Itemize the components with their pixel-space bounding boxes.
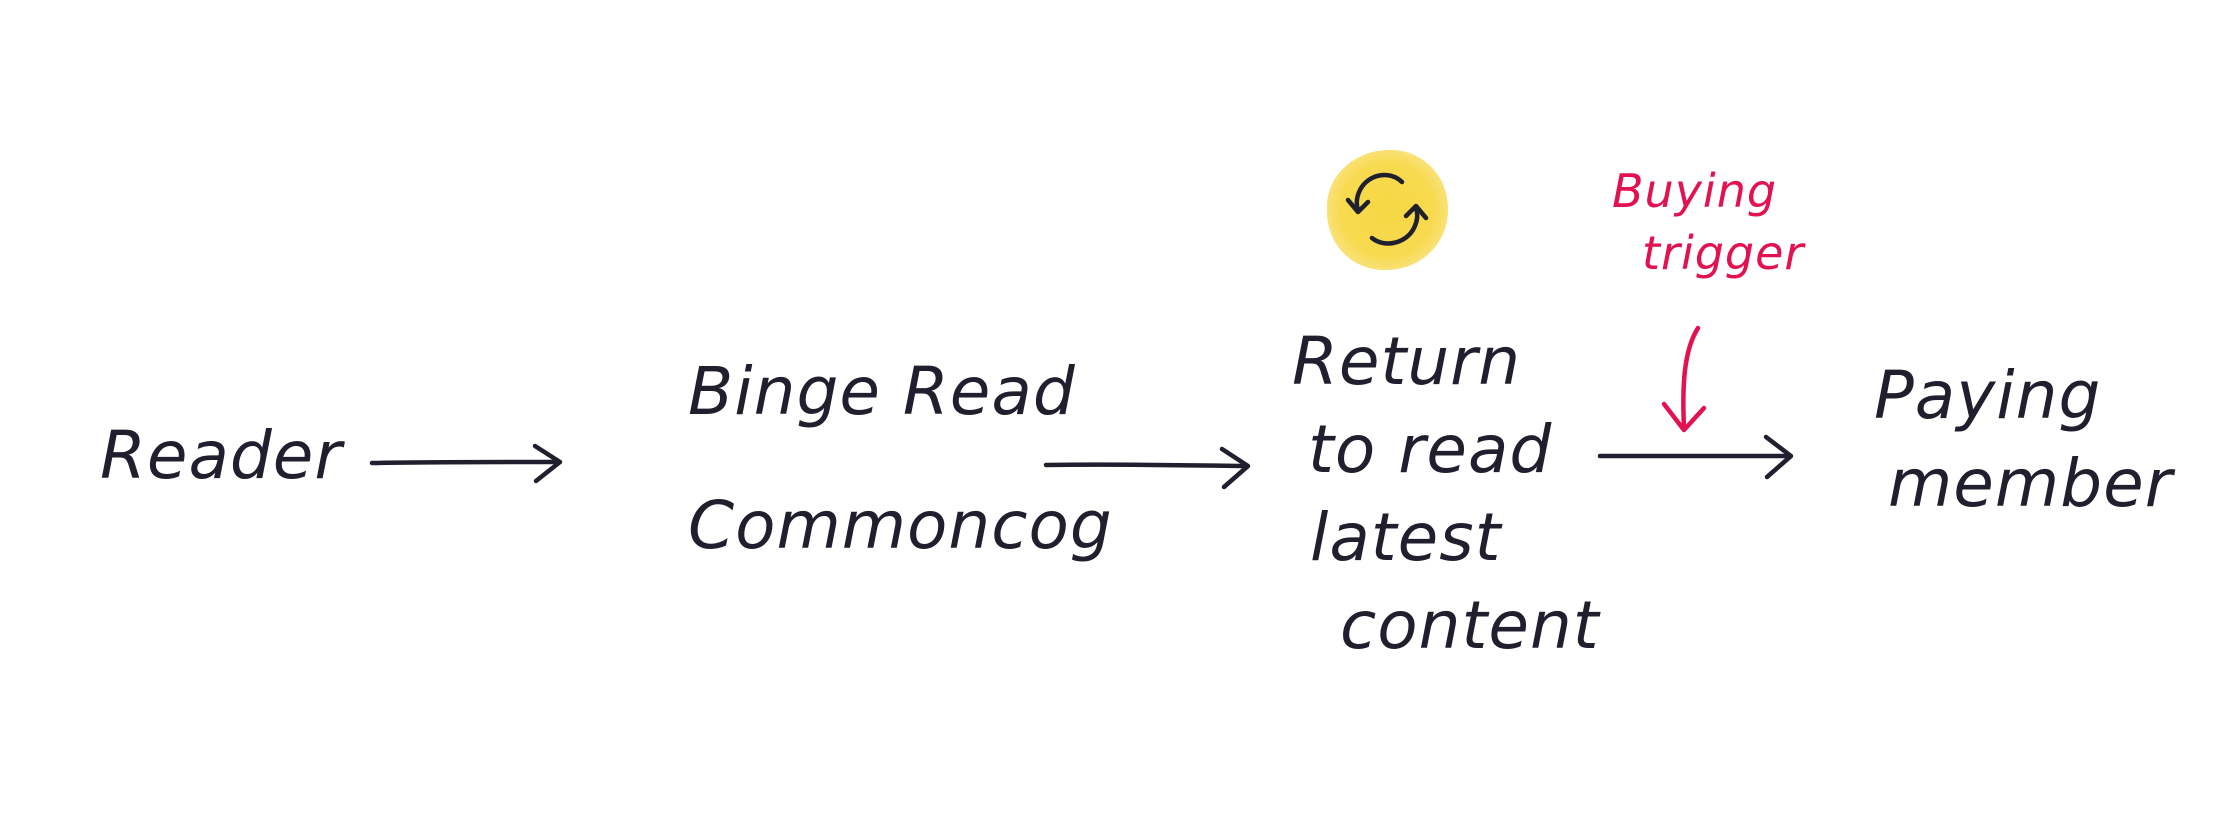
refresh-cycle-icon	[1326, 149, 1449, 271]
arrow-binge-read-to-return	[1043, 446, 1251, 490]
node-reader: Reader	[100, 412, 343, 500]
node-reader-line-1: Reader	[100, 417, 343, 494]
node-return-line-3: latest	[1310, 499, 1502, 576]
node-return-line-1: Return	[1292, 323, 1522, 400]
node-paying-member: Paying member	[1874, 352, 2173, 528]
arrow-return-to-paying-member	[1597, 434, 1794, 480]
node-return-to-read: Return to read latest content	[1292, 318, 1600, 670]
node-binge-read: Binge Read Commoncog	[688, 348, 1113, 570]
buying-trigger-line-1: Buying	[1612, 164, 1778, 218]
node-paying-member-line-1: Paying	[1874, 357, 2102, 434]
trigger-pointer-arrow	[1661, 325, 1707, 433]
node-return-line-2: to read	[1308, 411, 1553, 488]
node-binge-read-line-2: Commoncog	[688, 487, 1113, 564]
node-binge-read-line-1: Binge Read	[688, 353, 1076, 430]
node-return-line-4: content	[1340, 587, 1600, 664]
buying-trigger-line-2: trigger	[1642, 226, 1805, 280]
node-paying-member-line-2: member	[1888, 445, 2173, 522]
arrow-reader-to-binge-read	[369, 443, 563, 484]
buying-trigger-annotation: Buying trigger	[1612, 160, 1804, 284]
